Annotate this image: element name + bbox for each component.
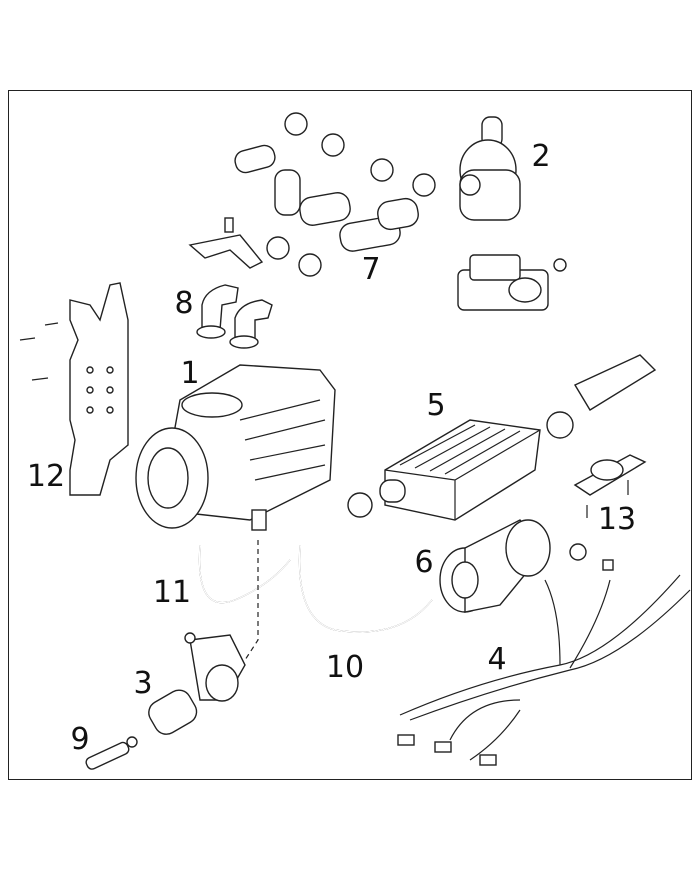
part-5-muffler	[347, 354, 657, 521]
part-3-fuel-pump	[148, 632, 246, 735]
callout-3: 3	[133, 666, 153, 701]
callout-4: 4	[487, 642, 507, 677]
callout-6: 6	[414, 545, 434, 580]
part-4-wiring-harness	[397, 543, 691, 766]
callout-2: 2	[531, 139, 551, 174]
callout-7: 7	[361, 252, 381, 287]
part-2-water-pump	[457, 116, 567, 311]
callout-13: 13	[597, 502, 637, 537]
callout-12: 12	[26, 459, 66, 494]
callout-11: 11	[152, 575, 192, 610]
callout-10: 10	[325, 650, 365, 685]
callout-8: 8	[174, 286, 194, 321]
part-8-elbows	[196, 284, 273, 349]
part-6-intake-silencer	[439, 519, 551, 613]
part-9-fuel-pipe	[85, 736, 138, 770]
part-1-heater	[135, 364, 336, 531]
callout-1: 1	[180, 356, 200, 391]
part-7-hoses-clamps	[188, 112, 436, 277]
callout-9: 9	[70, 722, 90, 757]
part-13-exhaust-holder	[573, 454, 647, 518]
diagram-frame	[8, 90, 692, 780]
part-10-exhaust-hose	[298, 544, 433, 633]
callout-5: 5	[426, 388, 446, 423]
part-12-mounting-bracket	[19, 282, 129, 496]
part-11-intake-hose	[198, 540, 291, 661]
